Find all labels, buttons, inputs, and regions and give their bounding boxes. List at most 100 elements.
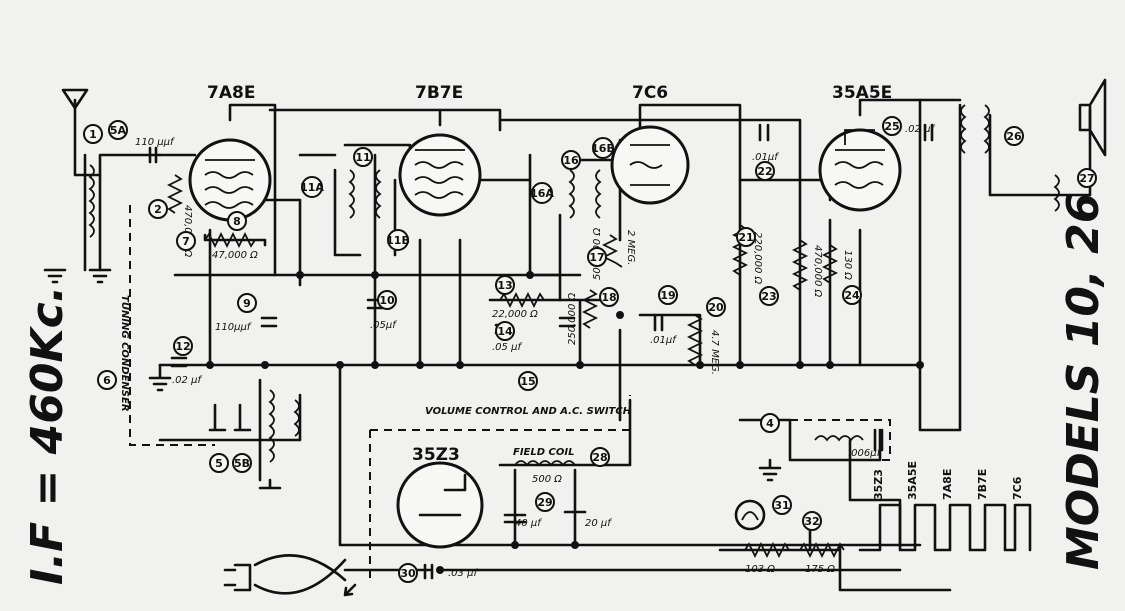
badge-15-circle — [518, 371, 538, 391]
badge-21-circle — [736, 227, 756, 247]
value-c05: .05μf — [370, 320, 397, 331]
badge-30-circle — [398, 563, 418, 583]
badge-17-circle — [587, 247, 607, 267]
badge-7: 7 — [182, 235, 190, 248]
badge-18-circle — [599, 287, 619, 307]
badge-28: 28 — [592, 451, 607, 464]
badge-16a-circle — [531, 182, 553, 204]
volume-control-label: VOLUME CONTROL AND A.C. SWITCH — [425, 406, 632, 417]
speaker-icon — [1078, 78, 1107, 157]
badge-25-circle — [882, 116, 902, 136]
tube-7b7e-icon — [398, 133, 482, 217]
badge-9: 9 — [243, 297, 251, 310]
badge-17: 17 — [589, 251, 604, 264]
badge-5a-circle — [108, 120, 128, 140]
tuning-condenser-dashed-link — [129, 205, 215, 446]
badge-23: 23 — [761, 290, 776, 303]
badge-26-circle — [1004, 126, 1024, 146]
tube-35z3-icon — [396, 461, 484, 549]
value-r47000: 47,000 Ω — [212, 250, 258, 261]
coil-symbols — [88, 104, 1060, 467]
power-plug-icon — [223, 563, 252, 592]
badge-10: 10 — [379, 294, 395, 307]
badge-29-circle — [535, 492, 555, 512]
badge-11b: 11B — [386, 234, 410, 247]
badge-25: 25 — [884, 120, 899, 133]
badge-28-circle — [590, 447, 610, 467]
badge-7-circle — [176, 231, 196, 251]
badge-21: 21 — [738, 231, 753, 244]
value-c006: .006μf — [848, 448, 882, 459]
badge-22: 22 — [757, 165, 772, 178]
badge-12-circle — [173, 336, 193, 356]
antenna-lead — [73, 98, 102, 177]
value-c02: .02 μf — [172, 375, 202, 386]
badge-31: 31 — [774, 499, 789, 512]
badge-18: 18 — [601, 291, 616, 304]
junction-dots — [206, 271, 924, 574]
badge-5-circle — [209, 453, 229, 473]
value-r470000b: 470,000 Ω — [812, 245, 823, 298]
value-c01: .01μf — [650, 335, 677, 346]
badge-27-circle — [1077, 168, 1097, 188]
badge-16a: 16A — [530, 187, 554, 200]
tube-label-35z3: 35Z3 — [412, 445, 460, 465]
badge-31-circle — [772, 495, 792, 515]
value-r2meg: 2 MEG. — [625, 230, 636, 265]
badge-30: 30 — [400, 567, 416, 580]
badge-20: 20 — [708, 301, 724, 314]
heater-label-35a5e: 35A5E — [906, 461, 919, 500]
tuning-condenser-label: TUNING CONDENSER — [119, 295, 130, 412]
value-r4meg: 4.7 MEG. — [709, 330, 720, 375]
badge-19-circle — [658, 285, 678, 305]
badge-1: 1 — [89, 128, 97, 141]
badge-13: 13 — [497, 279, 512, 292]
badge-2-circle — [148, 199, 168, 219]
value-r220000: 220,000 Ω — [752, 232, 763, 285]
value-c20: 20 μf — [585, 518, 612, 529]
heater-label-35z3: 35Z3 — [872, 469, 885, 500]
value-c40: 40 μf — [515, 518, 542, 529]
value-c110: 110 μμf — [135, 137, 175, 148]
value-c01b: .01μf — [752, 152, 779, 163]
badge-4: 4 — [766, 417, 774, 430]
heater-label-7b7e: 7B7E — [976, 469, 989, 500]
badge-16-circle — [561, 150, 581, 170]
tube-label-7b7e: 7B7E — [415, 83, 463, 103]
badge-23-circle — [759, 286, 779, 306]
models-title: MODELS 10, 26 — [1058, 193, 1109, 570]
if-frequency-title: I.F = 460Kc. — [22, 286, 73, 585]
badge-29: 29 — [537, 496, 552, 509]
badge-6-circle — [97, 370, 117, 390]
tube-label-35a5e: 35A5E — [832, 83, 892, 103]
badge-22-circle — [755, 161, 775, 181]
value-c02b: .02 μf — [905, 124, 935, 135]
badge-14: 14 — [497, 325, 513, 338]
capacitor-symbols — [148, 123, 934, 580]
badge-13-circle — [495, 275, 515, 295]
badge-16b: 16B — [591, 142, 615, 155]
value-c05b: .05 μf — [492, 342, 522, 353]
badge-14-circle — [495, 321, 515, 341]
value-r22000: 22,000 Ω — [492, 309, 538, 320]
badge-26: 26 — [1006, 130, 1022, 143]
value-c110b: 110μμf — [215, 322, 252, 333]
badge-16: 16 — [563, 154, 579, 167]
resistor-symbols — [166, 174, 845, 559]
badge-9-circle — [237, 293, 257, 313]
badge-2: 2 — [154, 203, 162, 216]
badge-5: 5 — [215, 457, 223, 470]
badge-5a: 5A — [110, 124, 127, 137]
badge-11: 11 — [355, 151, 370, 164]
value-r130: 130 Ω — [842, 250, 853, 280]
badge-1-circle — [83, 124, 103, 144]
heater-label-7c6: 7C6 — [1011, 476, 1024, 500]
heater-label-7a8e: 7A8E — [941, 469, 954, 500]
pilot-lamp-icon — [734, 499, 766, 531]
badge-11a-circle — [301, 176, 323, 198]
value-r175: 175 Ω — [805, 564, 835, 575]
badge-24: 24 — [844, 289, 860, 302]
badge-16b-circle — [592, 137, 614, 159]
badge-11a: 11A — [300, 181, 324, 194]
